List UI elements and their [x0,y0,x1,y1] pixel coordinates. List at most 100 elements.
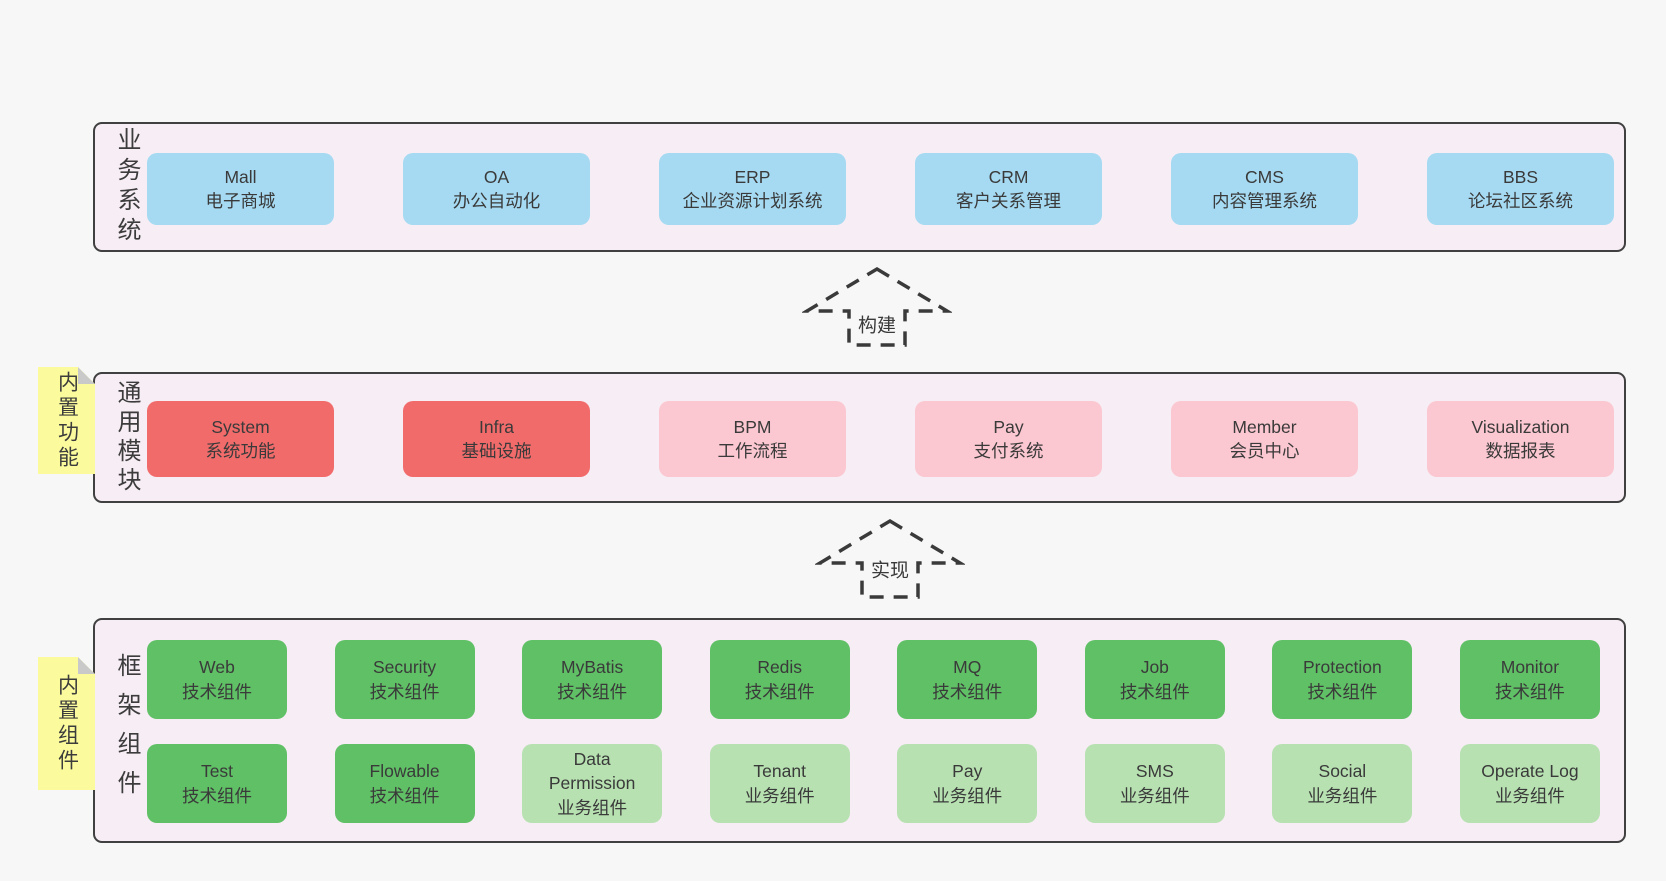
panel-framework-components: 框架组件 Web 技术组件 Security 技术组件 MyBatis 技术组件… [93,618,1626,843]
box-monitor: Monitor 技术组件 [1459,640,1600,719]
box-infra: Infra 基础设施 [403,401,590,477]
box-monitor-name: Monitor [1500,657,1560,678]
box-system-name: System [211,416,270,437]
box-visualization-desc: 数据报表 [1485,441,1556,461]
box-visualization: Visualization 数据报表 [1427,401,1614,477]
box-oa-name: OA [483,166,510,187]
box-cms: CMS 内容管理系统 [1171,153,1358,225]
box-bpm-desc: 工作流程 [717,441,788,461]
panel-common-modules: 通用模块 System 系统功能 Infra 基础设施 BPM 工作流程 Pay… [93,372,1626,503]
arrow-build: 构建 [802,266,952,348]
box-pay-system: Pay 支付系统 [915,401,1102,477]
box-test: Test 技术组件 [147,744,287,823]
box-crm-desc: 客户关系管理 [956,191,1061,211]
box-mybatis: MyBatis 技术组件 [522,640,663,719]
box-member-name: Member [1232,416,1297,437]
box-crm-name: CRM [988,166,1029,187]
box-sms-name: SMS [1135,761,1174,782]
business-box-row: Mall 电子商城 OA 办公自动化 ERP 企业资源计划系统 CRM 客户关系… [147,153,1614,225]
box-operate-log-name: Operate Log [1481,761,1579,782]
sticky-note-built-in-functions-text: 内置功能 [55,370,79,471]
box-test-name: Test [200,761,234,782]
box-operate-log: Operate Log 业务组件 [1459,744,1600,823]
box-pay-component: Pay 业务组件 [897,744,1038,823]
box-cms-name: CMS [1245,166,1284,187]
panel-modules-label: 通用模块 [113,379,140,496]
box-data-permission: Data Permission 业务组件 [522,744,663,823]
box-job-desc: 技术组件 [1119,681,1190,702]
sticky-note-built-in-components: 内置组件 [38,657,95,790]
box-mq-name: MQ [953,657,982,678]
box-erp-desc: 企业资源计划系统 [682,191,823,211]
box-security-desc: 技术组件 [369,681,440,702]
box-security-name: Security [372,657,437,678]
components-box-row-1: Web 技术组件 Security 技术组件 MyBatis 技术组件 Redi… [147,640,1600,719]
box-visualization-name: Visualization [1471,416,1570,437]
box-tenant: Tenant 业务组件 [709,744,850,823]
box-infra-name: Infra [478,416,515,437]
box-pay-component-desc: 业务组件 [932,785,1003,806]
box-job: Job 技术组件 [1084,640,1225,719]
box-member: Member 会员中心 [1171,401,1358,477]
box-job-name: Job [1140,657,1169,678]
box-monitor-desc: 技术组件 [1494,681,1565,702]
box-bpm-name: BPM [733,416,772,437]
box-infra-desc: 基础设施 [461,441,532,461]
box-flowable-name: Flowable [369,761,440,782]
box-mq-desc: 技术组件 [932,681,1003,702]
box-redis: Redis 技术组件 [709,640,850,719]
box-data-permission-name: Data Permission [548,749,636,794]
box-web-desc: 技术组件 [182,681,252,702]
box-mall-desc: 电子商城 [205,191,276,211]
box-data-permission-desc: 业务组件 [557,797,628,818]
box-tenant-desc: 业务组件 [744,785,815,806]
box-mall: Mall 电子商城 [147,153,334,225]
box-flowable: Flowable 技术组件 [334,744,475,823]
box-flowable-desc: 技术组件 [369,785,440,806]
box-oa-desc: 办公自动化 [452,191,541,211]
box-mall-name: Mall [224,166,257,187]
box-social-desc: 业务组件 [1307,785,1378,806]
arrow-implement-label: 实现 [867,555,913,583]
modules-box-row: System 系统功能 Infra 基础设施 BPM 工作流程 Pay 支付系统… [147,401,1614,477]
box-bbs: BBS 论坛社区系统 [1427,153,1614,225]
box-bbs-desc: 论坛社区系统 [1468,191,1573,211]
panel-business-systems: 业务系统 Mall 电子商城 OA 办公自动化 ERP 企业资源计划系统 CRM… [93,122,1626,252]
box-protection-desc: 技术组件 [1307,681,1378,702]
sticky-note-built-in-functions: 内置功能 [38,367,95,474]
box-system-desc: 系统功能 [205,441,276,461]
panel-business-label: 业务系统 [113,127,140,247]
arrow-build-label: 构建 [854,310,900,338]
panel-components-label: 框架组件 [113,652,140,809]
box-web-name: Web [199,657,235,678]
box-social: Social 业务组件 [1272,744,1413,823]
box-operate-log-desc: 业务组件 [1494,785,1565,806]
box-erp-name: ERP [734,166,771,187]
box-tenant-name: Tenant [753,761,806,782]
box-oa: OA 办公自动化 [403,153,590,225]
box-protection: Protection 技术组件 [1272,640,1413,719]
box-system: System 系统功能 [147,401,334,477]
components-box-row-2: Test 技术组件 Flowable 技术组件 Data Permission … [147,744,1600,823]
box-sms: SMS 业务组件 [1084,744,1225,823]
box-mybatis-desc: 技术组件 [557,681,628,702]
box-pay-system-name: Pay [993,416,1024,437]
box-crm: CRM 客户关系管理 [915,153,1102,225]
box-protection-name: Protection [1302,657,1382,678]
box-pay-system-desc: 支付系统 [973,441,1044,461]
sticky-note-built-in-components-text: 内置组件 [55,673,79,774]
box-sms-desc: 业务组件 [1119,785,1190,806]
box-cms-desc: 内容管理系统 [1212,191,1317,211]
box-bbs-name: BBS [1502,166,1539,187]
arrow-implement: 实现 [815,518,965,600]
box-redis-desc: 技术组件 [744,681,815,702]
box-mq: MQ 技术组件 [897,640,1038,719]
box-member-desc: 会员中心 [1229,441,1300,461]
box-security: Security 技术组件 [334,640,475,719]
box-web: Web 技术组件 [147,640,287,719]
box-bpm: BPM 工作流程 [659,401,846,477]
box-social-name: Social [1318,761,1367,782]
box-pay-component-name: Pay [952,761,983,782]
box-redis-name: Redis [757,657,803,678]
